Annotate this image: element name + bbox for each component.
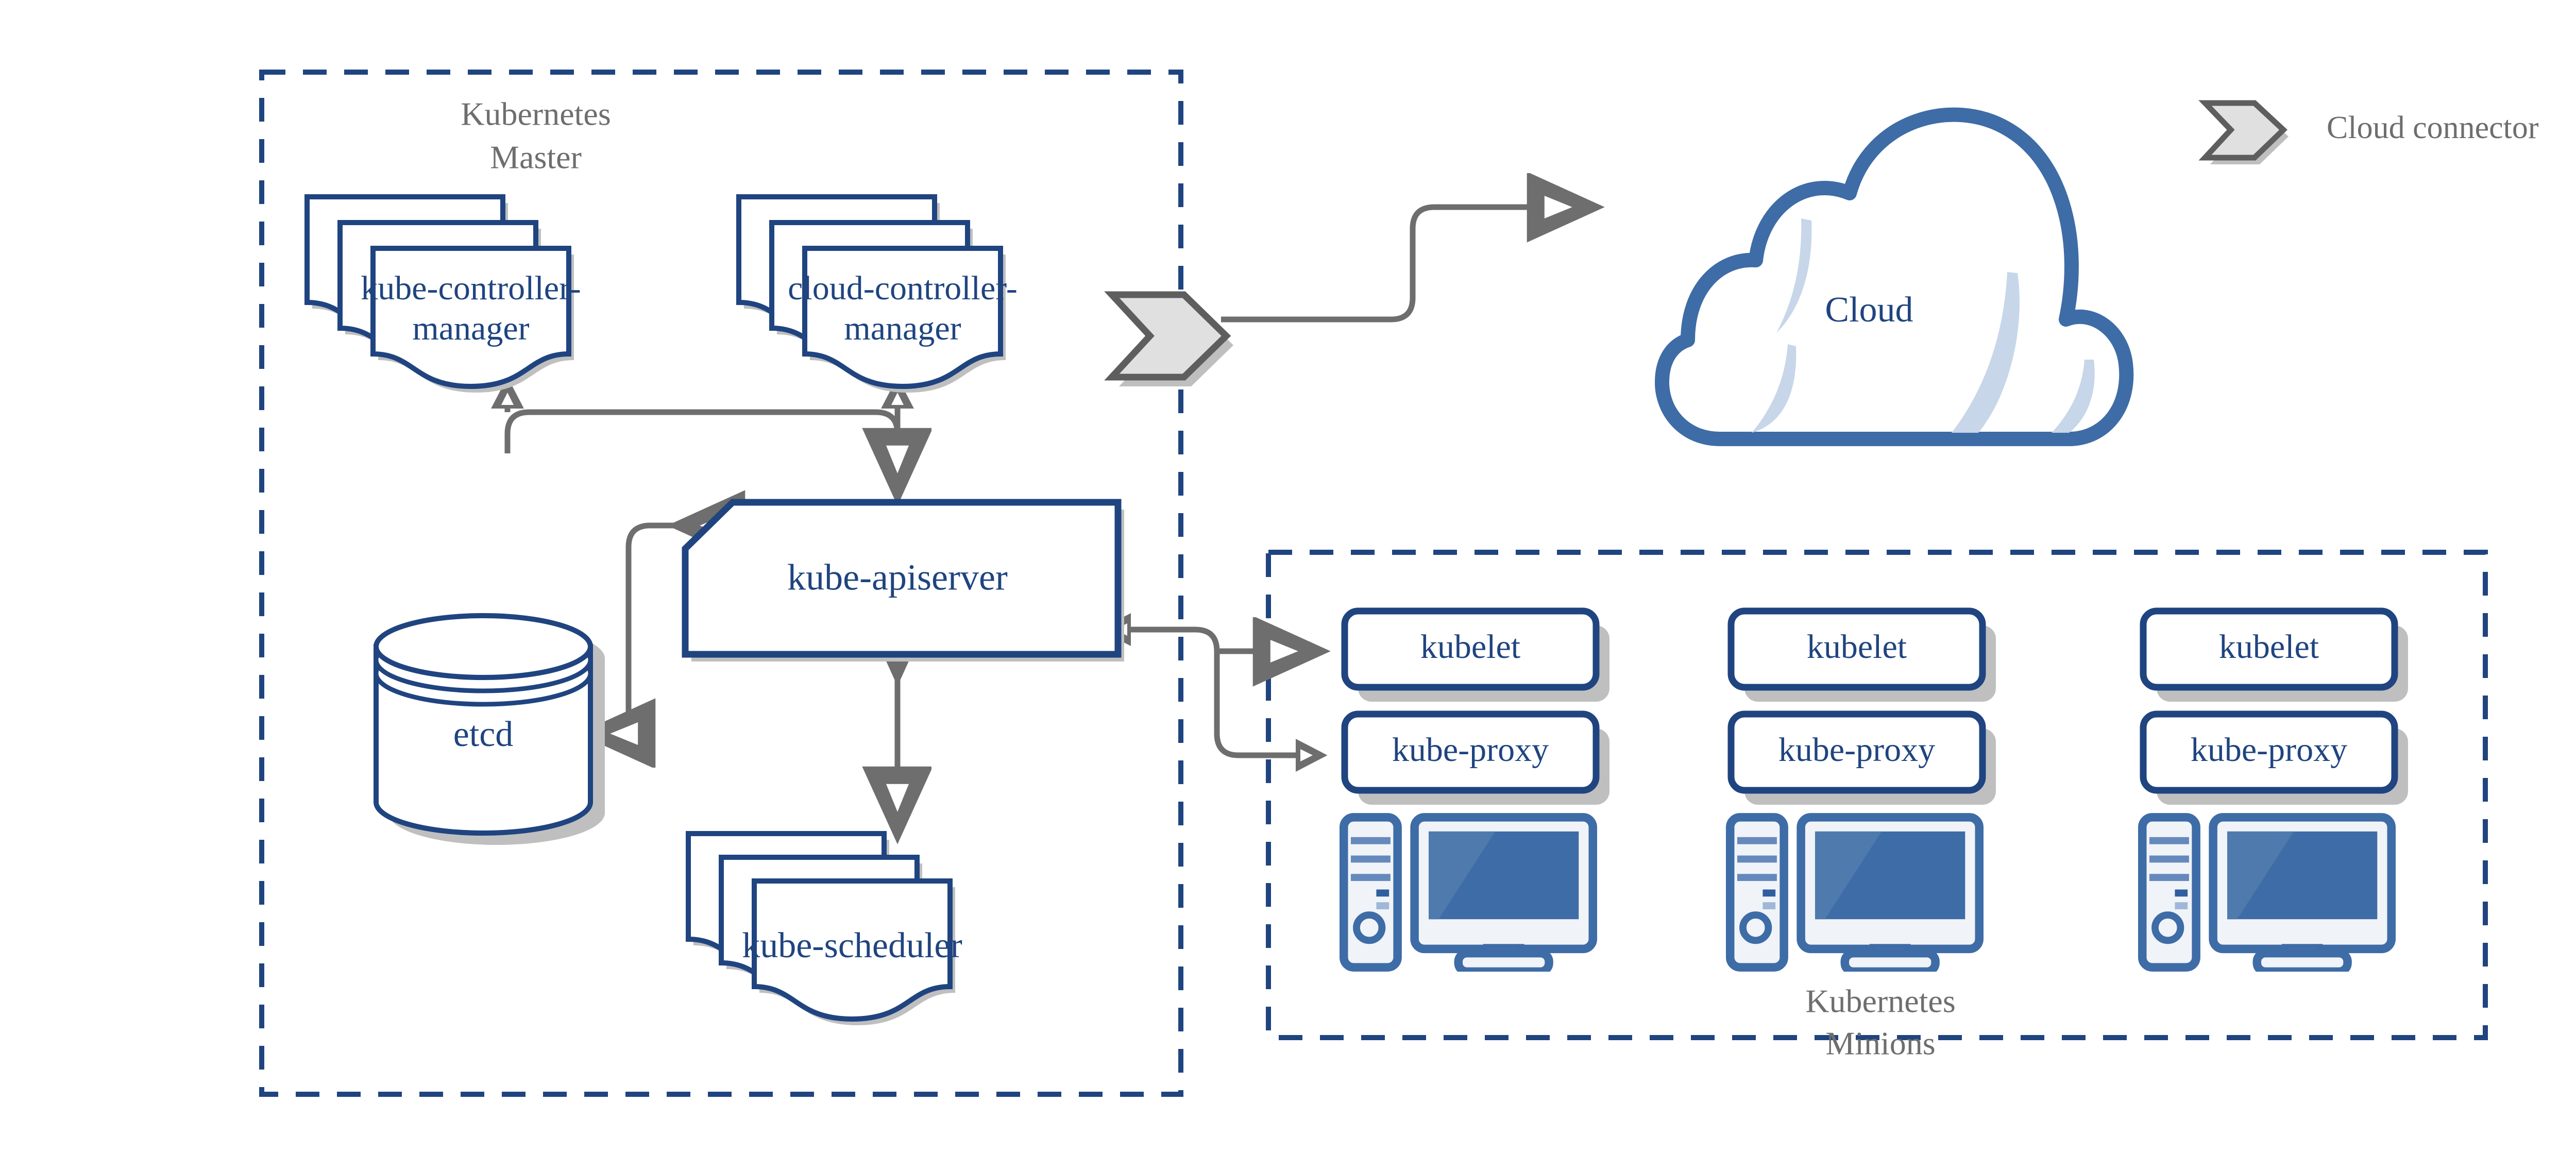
- kubernetes-master-group: [259, 70, 1183, 1097]
- cloud-label: Cloud: [1825, 290, 1913, 330]
- kube-proxy-box-1[interactable]: [1341, 710, 1600, 794]
- kube-apiserver-node[interactable]: kube-apiserver: [682, 499, 1124, 662]
- minion-node-2[interactable]: kubelet kube-proxy: [1727, 607, 1996, 972]
- connector-upward-arrowheads: [491, 377, 914, 412]
- minion-node-3[interactable]: kubelet kube-proxy: [2140, 607, 2408, 972]
- computer-icon-2: [1730, 817, 1979, 971]
- minion-node-1[interactable]: kubelet kube-proxy: [1341, 607, 1609, 972]
- connector-apiserver-managers-bus: [504, 409, 901, 453]
- kube-scheduler-label: kube-scheduler: [742, 926, 962, 965]
- master-group-label-line1: Kubernetes: [461, 96, 611, 132]
- minions-group-label-line2: Minions: [1825, 1025, 1935, 1062]
- legend-label: Cloud connector: [2327, 110, 2539, 145]
- kubelet-box-2[interactable]: [1727, 607, 1986, 691]
- kubelet-label-1: kubelet: [1420, 628, 1520, 666]
- cloud-connector-icon[interactable]: [1104, 291, 1233, 386]
- cloud-controller-manager-label-line1: cloud-controller-: [788, 269, 1018, 307]
- connector-ccm-to-cloud: [1221, 207, 1591, 323]
- legend-chevron-icon: [2198, 100, 2289, 164]
- kube-proxy-box-2[interactable]: [1727, 710, 1986, 794]
- cloud-controller-manager-node[interactable]: cloud-controller- manager: [739, 197, 1018, 393]
- kube-proxy-label-2: kube-proxy: [1778, 731, 1935, 769]
- cloud-controller-manager-label-line2: manager: [844, 310, 961, 347]
- kubernetes-minions-group: [1266, 550, 2488, 1040]
- connector-apiserver-etcd: [591, 525, 681, 734]
- kube-proxy-box-3[interactable]: [2140, 710, 2398, 794]
- kubelet-label-3: kubelet: [2219, 628, 2319, 666]
- kube-apiserver-label: kube-apiserver: [787, 557, 1008, 598]
- computer-icon-1: [1344, 817, 1593, 971]
- etcd-node[interactable]: etcd: [374, 613, 605, 845]
- kubelet-box-1[interactable]: [1341, 607, 1600, 691]
- etcd-label: etcd: [453, 715, 514, 754]
- connector-apiserver-kubeproxy: [1118, 626, 1317, 758]
- legend: Cloud connector: [2198, 100, 2539, 164]
- computer-icon-3: [2142, 817, 2392, 971]
- master-group-label-line2: Master: [490, 139, 582, 176]
- cloud-node[interactable]: Cloud: [1655, 107, 2134, 446]
- minions-group-label-line1: Kubernetes: [1805, 983, 1955, 1020]
- master-dashed-border: [259, 70, 1183, 1097]
- kube-scheduler-node[interactable]: kube-scheduler: [688, 834, 962, 1025]
- cloud-accent-shapes: [1752, 218, 2095, 433]
- kubelet-label-2: kubelet: [1807, 628, 1907, 666]
- connector-kubeproxy-arrowhead: [1294, 739, 1328, 772]
- minions-dashed-border: [1266, 550, 2488, 1040]
- kubelet-box-3[interactable]: [2140, 607, 2398, 691]
- connector-layer: [504, 207, 1591, 830]
- kube-proxy-label-1: kube-proxy: [1392, 731, 1549, 769]
- kube-proxy-label-3: kube-proxy: [2191, 731, 2347, 769]
- kube-controller-manager-label-line2: manager: [412, 310, 529, 347]
- kube-controller-manager-node[interactable]: kube-controller- manager: [307, 197, 581, 393]
- kube-controller-manager-label-line1: kube-controller-: [361, 269, 581, 307]
